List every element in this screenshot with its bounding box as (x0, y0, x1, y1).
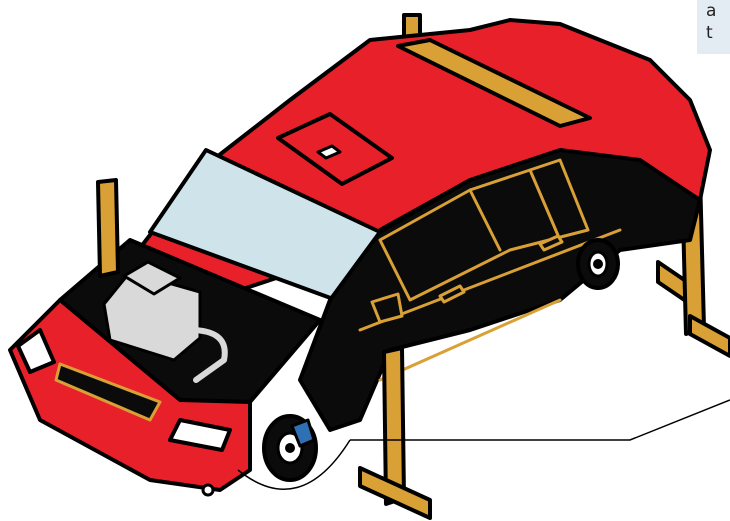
lift-post-front-left (98, 180, 118, 276)
callout-box: a t (697, 0, 730, 54)
callout-line-1: a (706, 0, 730, 22)
callout-line-2: t (706, 22, 730, 44)
fog-light (203, 485, 213, 495)
wheel-rear (578, 240, 618, 288)
